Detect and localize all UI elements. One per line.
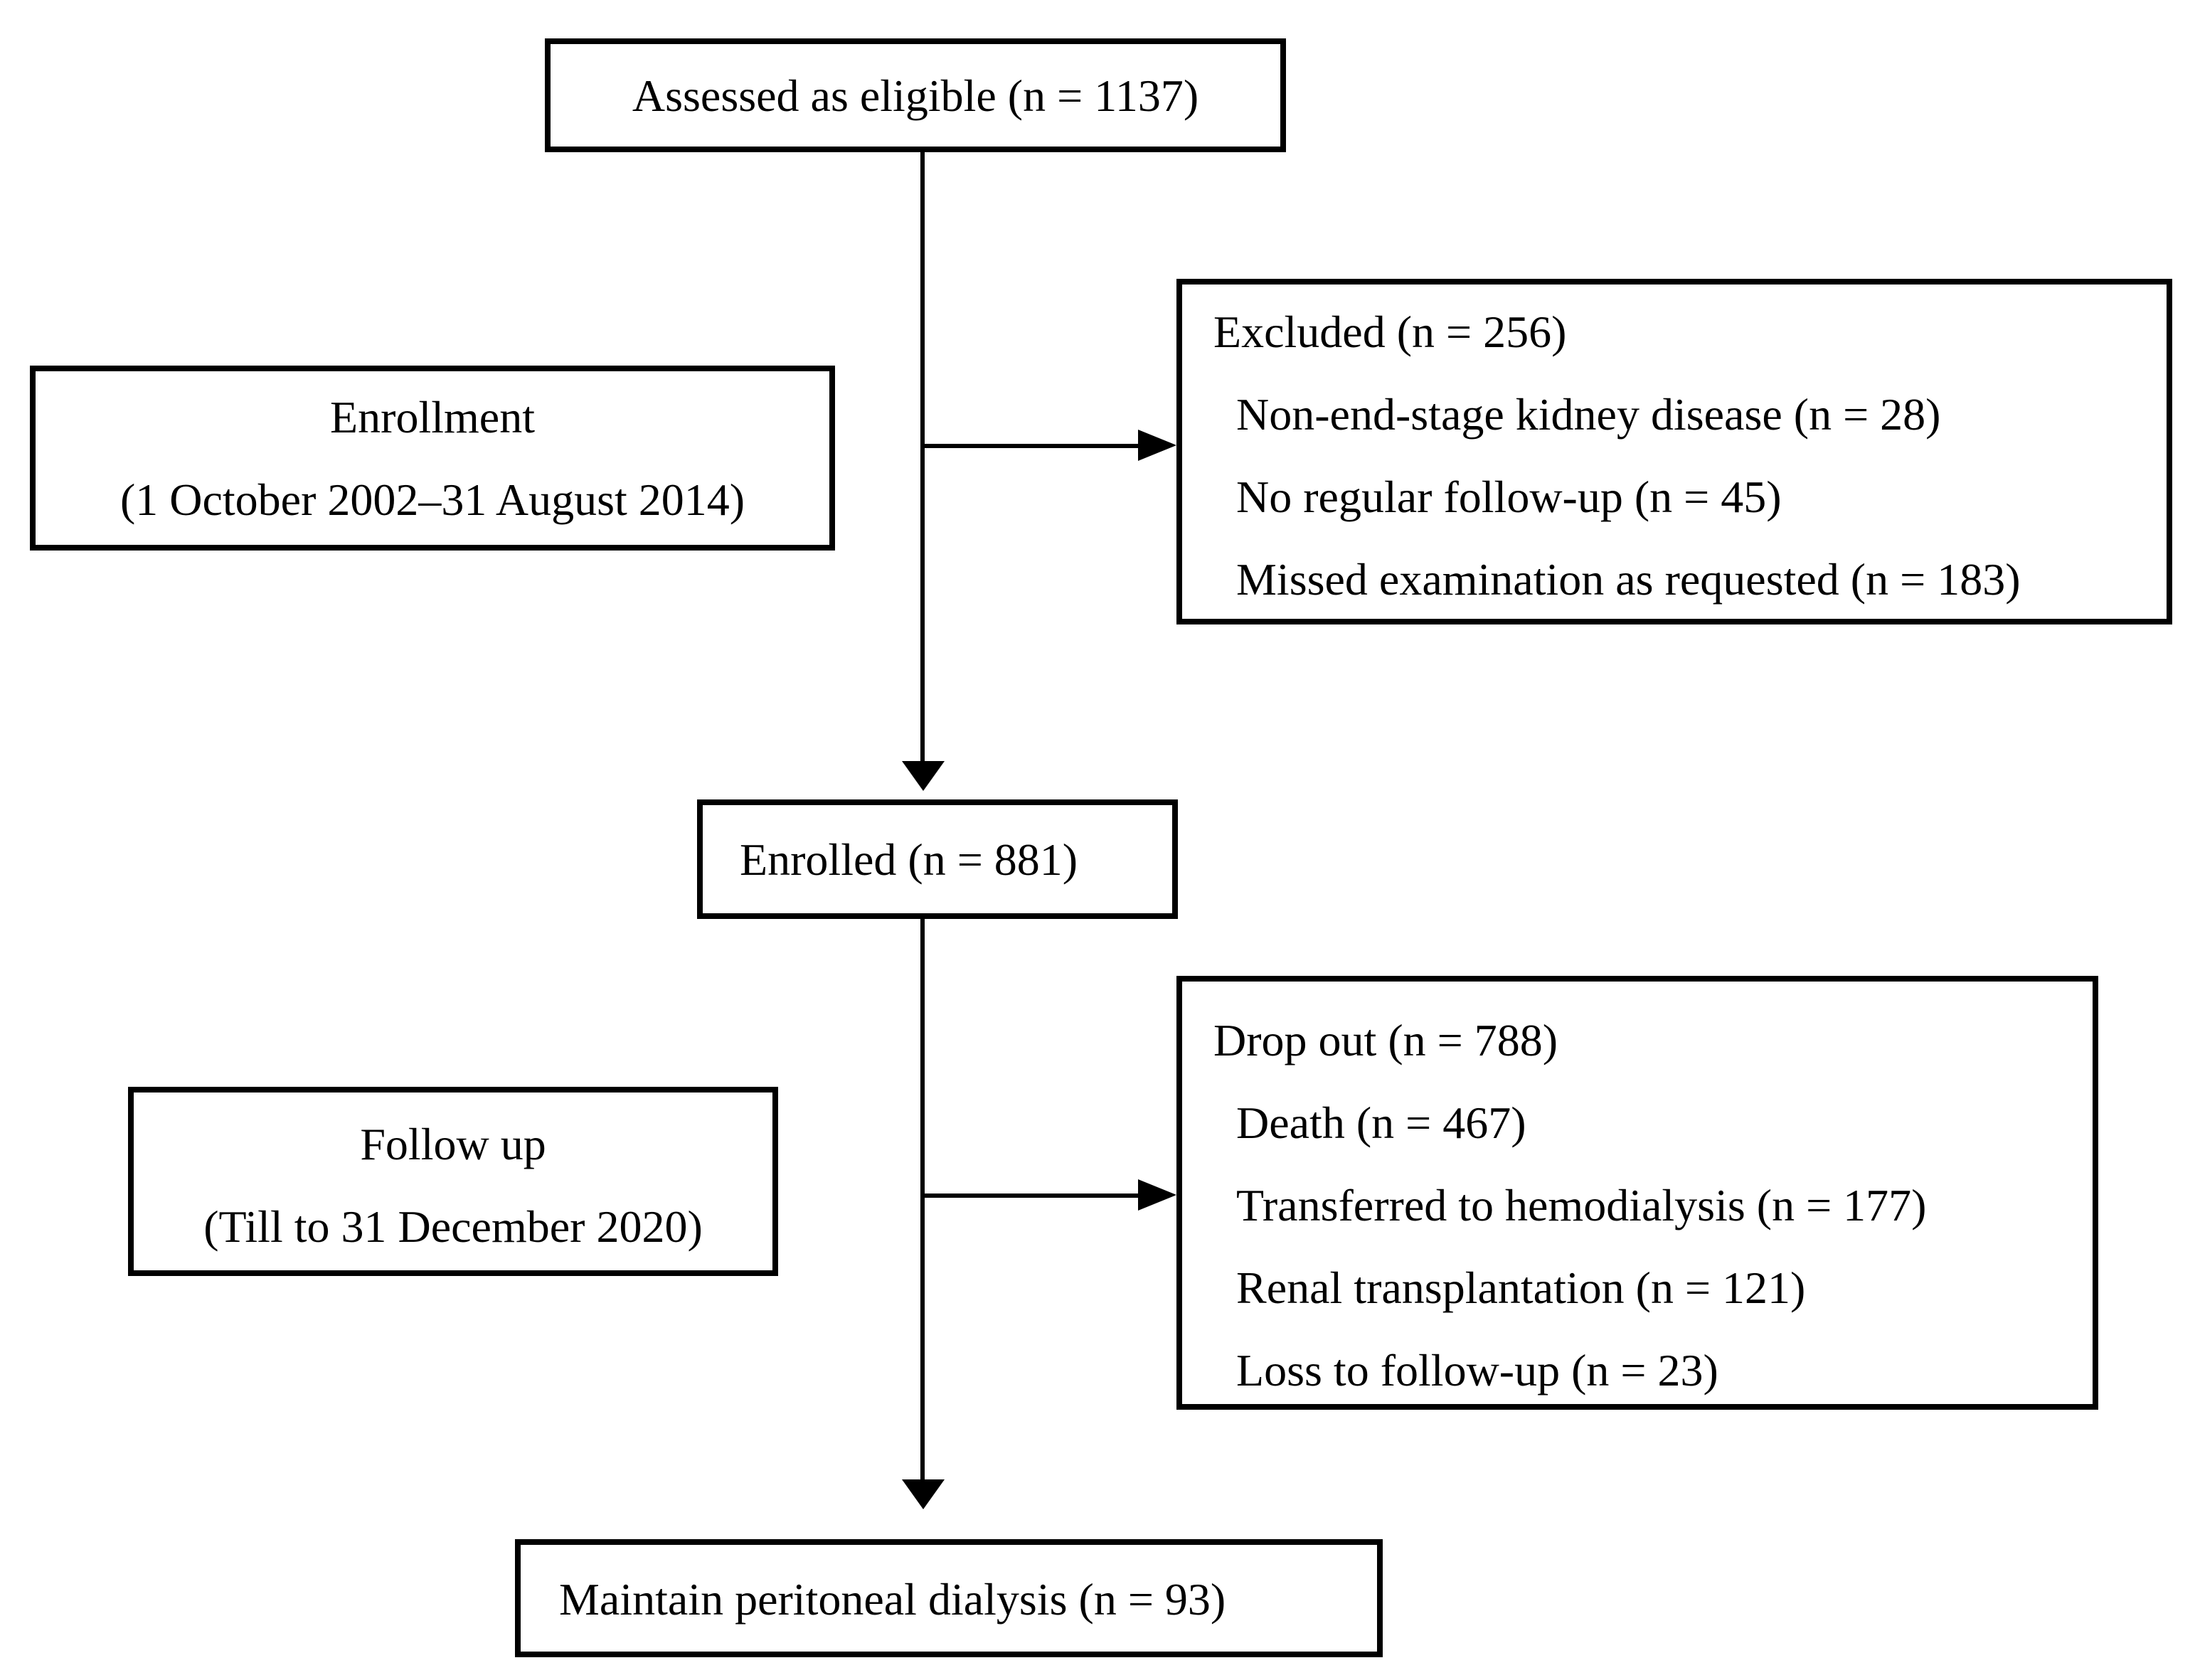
drop-out-item: Renal transplantation (n = 121) (1236, 1262, 1806, 1313)
follow-up-period-box: Follow up (Till to 31 December 2020) (128, 1087, 778, 1276)
connector-vertical-line-top (920, 151, 925, 762)
enrollment-period-box: Enrollment (1 October 2002–31 August 201… (30, 366, 835, 551)
enrolled-box: Enrolled (n = 881) (697, 799, 1178, 919)
drop-out-item: Loss to follow-up (n = 23) (1236, 1344, 1718, 1395)
excluded-item: Missed examination as requested (n = 183… (1236, 553, 2021, 605)
connector-horizontal-line-dropout (920, 1193, 1138, 1198)
follow-up-title: Follow up (360, 1117, 546, 1169)
follow-up-date-range: (Till to 31 December 2020) (203, 1200, 703, 1251)
assessed-eligible-label: Assessed as eligible (n = 1137) (632, 70, 1199, 121)
connector-vertical-line-bottom (920, 919, 925, 1479)
enrollment-title: Enrollment (330, 391, 535, 442)
connector-horizontal-line-excluded (920, 444, 1138, 448)
maintain-peritoneal-dialysis-box: Maintain peritoneal dialysis (n = 93) (515, 1539, 1383, 1657)
excluded-item: No regular follow-up (n = 45) (1236, 471, 1782, 522)
enrollment-date-range: (1 October 2002–31 August 2014) (119, 474, 745, 525)
excluded-box: Excluded (n = 256) Non-end-stage kidney … (1176, 279, 2172, 624)
excluded-item: Non-end-stage kidney disease (n = 28) (1236, 388, 1941, 440)
enrolled-label: Enrolled (n = 881) (740, 834, 1078, 885)
drop-out-item: Death (n = 467) (1236, 1097, 1526, 1148)
assessed-eligible-box: Assessed as eligible (n = 1137) (545, 38, 1286, 152)
drop-out-title: Drop out (n = 788) (1213, 1014, 1558, 1065)
arrow-right-icon (1138, 1179, 1176, 1211)
arrow-down-icon (902, 761, 945, 791)
drop-out-item: Transferred to hemodialysis (n = 177) (1236, 1179, 1927, 1230)
maintain-peritoneal-dialysis-label: Maintain peritoneal dialysis (n = 93) (559, 1573, 1226, 1624)
excluded-title: Excluded (n = 256) (1213, 306, 1567, 357)
drop-out-box: Drop out (n = 788) Death (n = 467) Trans… (1176, 976, 2098, 1410)
arrow-right-icon (1138, 430, 1176, 461)
arrow-down-icon (902, 1479, 945, 1509)
